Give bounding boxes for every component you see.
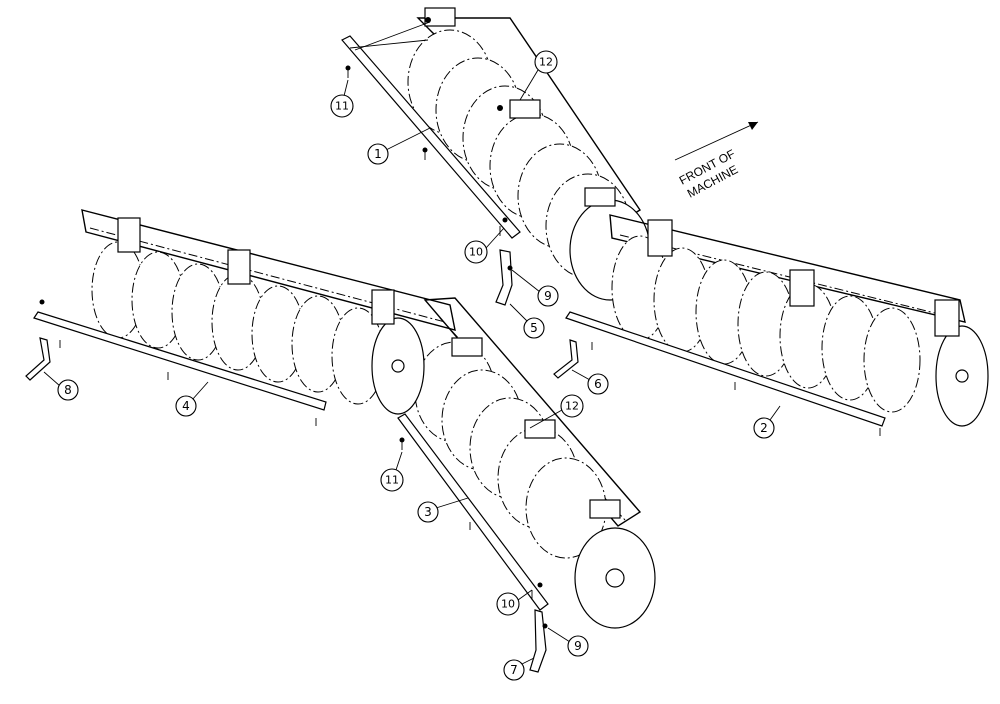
bolts-top [345,65,513,271]
callout-12b-label: 12 [565,400,579,413]
bearing-hangers-top [424,7,616,207]
callout-6-label: 6 [594,377,602,391]
callout-7-label: 7 [510,663,518,677]
bearing-hangers-left [117,217,395,325]
disc-blades-top [407,29,651,301]
callout-8-label: 8 [64,383,72,397]
callout-3-label: 3 [424,505,432,519]
callout-2 [753,417,775,439]
callout-10a-label: 10 [469,246,483,259]
callout-11a [330,94,354,118]
front-of-machine-note: FRONT OF MACHINE [674,121,759,201]
bearing-hangers-right [647,219,960,337]
callout-9b-label: 9 [574,639,582,653]
disc-blades-right [611,235,989,427]
scraper-bar-4 [33,311,327,411]
scraper-bar-3 [397,413,549,611]
callout-balloons: 1 2 3 4 5 6 7 8 9 9 [43,50,781,681]
bearing-hangers-bottom [451,337,621,519]
callout-4 [175,395,197,417]
callout-2-label: 2 [760,421,768,435]
callout-1 [367,143,389,165]
bolts-right [591,342,881,436]
callout-12a [534,50,558,74]
scraper-blade-6 [553,339,579,379]
callout-6 [587,373,609,395]
disc-blades-left [91,241,425,415]
scraper-blade-7 [529,609,547,673]
callout-4-label: 4 [182,399,190,413]
callout-12b [560,394,584,418]
callout-10b-label: 10 [501,598,515,611]
scraper-bar-1 [341,21,521,239]
gang-assembly-left [25,209,456,426]
bolts-left [39,299,317,426]
callout-9a [537,285,559,307]
bolts-bottom [399,437,548,629]
scraper-bar-2 [565,311,886,427]
callout-5-label: 5 [530,321,538,335]
callout-11b [380,468,404,492]
scraper-blade-8 [25,337,51,381]
callout-10b [496,592,520,616]
callout-1-label: 1 [374,147,382,161]
callout-5 [523,317,545,339]
gang-assembly-right [553,214,989,436]
gang-assembly-bottom [397,297,656,673]
callout-3 [417,501,439,523]
callout-11b-label: 11 [385,474,399,487]
scraper-blade-5 [495,249,513,306]
callout-7 [503,659,525,681]
disc-blades-bottom [414,341,656,629]
callout-9a-label: 9 [544,289,552,303]
callout-12a-label: 12 [539,56,553,69]
callout-8 [57,379,79,401]
callout-9b [567,635,589,657]
callout-10a [464,240,488,264]
callout-11a-label: 11 [335,100,349,113]
